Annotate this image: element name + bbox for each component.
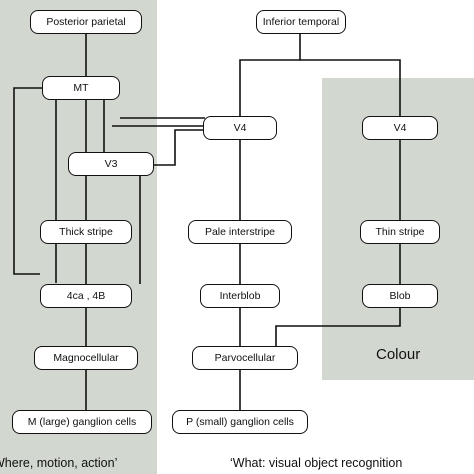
connector-blob-parvo bbox=[275, 308, 401, 346]
connector-mt-4ca-outer bbox=[13, 87, 42, 275]
node-thin-stripe: Thin stripe bbox=[360, 220, 440, 244]
connector-v4-right-inferior-temporal bbox=[300, 59, 401, 116]
node-v4-center: V4 bbox=[203, 116, 277, 140]
connector-v4-inferior-temporal bbox=[239, 34, 301, 116]
node-parvocellular: Parvocellular bbox=[192, 346, 298, 370]
node-inferior-temporal: Inferior temporal bbox=[256, 10, 346, 34]
node-magnocellular: Magnocellular bbox=[34, 346, 138, 370]
node-blob: Blob bbox=[362, 284, 438, 308]
node-v4-right: V4 bbox=[362, 116, 438, 140]
node-p-ganglion-cells: P (small) ganglion cells bbox=[172, 410, 308, 434]
node-mt: MT bbox=[42, 76, 120, 100]
node-thick-stripe: Thick stripe bbox=[40, 220, 132, 244]
caption-colour: Colour bbox=[376, 346, 421, 363]
node-4ca-4b: 4ca , 4B bbox=[40, 284, 132, 308]
node-interblob: Interblob bbox=[200, 284, 280, 308]
node-posterior-parietal: Posterior parietal bbox=[30, 10, 142, 34]
connector-v3-v4-center bbox=[154, 129, 203, 166]
caption-what-pathway: ‘What: visual object recognition bbox=[230, 456, 403, 470]
node-m-ganglion-cells: M (large) ganglion cells bbox=[12, 410, 152, 434]
node-v3: V3 bbox=[68, 152, 154, 176]
node-pale-interstripe: Pale interstripe bbox=[188, 220, 292, 244]
caption-where-pathway: Where, motion, action’ bbox=[0, 456, 118, 470]
